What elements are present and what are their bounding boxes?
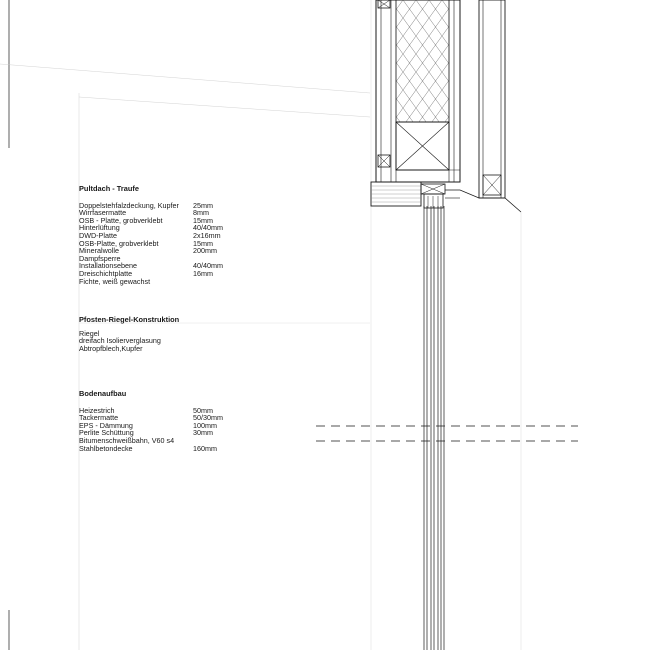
legend-label: Abtropfblech,Kupfer xyxy=(79,343,143,353)
legend-label: dreifach Isolierverglasung xyxy=(79,336,161,346)
legend-row: Doppelstehfalzdeckung, Kupfer 25mm xyxy=(79,200,213,210)
legend-label: Bitumenschweißbahn, V60 s4 xyxy=(79,435,175,445)
legend-row: Dampfsperre xyxy=(79,253,179,263)
legend-row: Wirrfasermatte 8mm xyxy=(79,208,209,218)
legend-value: 25mm xyxy=(193,200,213,210)
legend-label: Hinterlüftung xyxy=(79,223,120,233)
legend-row: Perlite Schüttung 30mm xyxy=(79,428,213,438)
legend-value: 15mm xyxy=(193,215,213,225)
outer-cladding xyxy=(478,0,506,199)
legend-value: 30mm xyxy=(193,428,213,438)
legend-value: 15mm xyxy=(193,238,213,248)
legend-row: Mineralwolle 200mm xyxy=(79,246,217,256)
legend-row: Abtropfblech,Kupfer xyxy=(79,343,179,353)
legend-value: 40/40mm xyxy=(193,223,223,233)
legend-label: Mineralwolle xyxy=(79,246,119,256)
legend-row: Hinterlüftung 40/40mm xyxy=(79,223,223,233)
legend-value: 160mm xyxy=(193,443,217,453)
roof-slope-line-2 xyxy=(78,96,371,118)
legend-value: 50/30mm xyxy=(193,413,223,423)
legend-value: 40/40mm xyxy=(193,261,223,271)
legend-value: 8mm xyxy=(193,208,209,218)
legend-post-beam: Pfosten-Riegel-Konstruktion Riegel dreif… xyxy=(79,316,179,352)
legend-row: DWD-Platte 2x16mm xyxy=(79,230,221,240)
wall-section xyxy=(375,0,461,183)
legend-floor-heading: Bodenaufbau xyxy=(79,389,127,398)
legend-row: Riegel xyxy=(79,328,179,338)
legend-row: Fichte, weiß gewachst xyxy=(79,276,179,286)
legend-row: Installationsebene 40/40mm xyxy=(79,261,223,271)
legend-row: OSB - Platte, grobverklebt 15mm xyxy=(79,215,213,225)
legend-label: Dreischichtplatte xyxy=(79,268,133,278)
legend-label: Doppelstehfalzdeckung, Kupfer xyxy=(79,200,179,210)
legend-label: Dampfsperre xyxy=(79,253,121,263)
legend-row: EPS - Dämmung 100mm xyxy=(79,420,217,430)
legend-row: Tackermatte 50/30mm xyxy=(79,413,223,423)
legend-value: 50mm xyxy=(193,405,213,415)
legend-label: Perlite Schüttung xyxy=(79,428,134,438)
triple-glazing xyxy=(423,206,445,650)
legend-value: 16mm xyxy=(193,268,213,278)
legend-label: Riegel xyxy=(79,328,100,338)
legend-label: Installationsebene xyxy=(79,261,137,271)
roof-slope-line-1 xyxy=(0,63,371,94)
legend-floor: Bodenaufbau Heizestrich 50mm Tackermatte 5… xyxy=(79,389,223,453)
legend-label: EPS - Dämmung xyxy=(79,420,133,430)
legend-label: Stahlbetondecke xyxy=(79,443,133,453)
legend-roof: Pultdach - Traufe Doppelstehfalzdeckung,… xyxy=(79,184,223,286)
legend-row: Dreischichtplatte 16mm xyxy=(79,268,213,278)
legend-post-beam-heading: Pfosten-Riegel-Konstruktion xyxy=(79,315,180,324)
legend-label: Tackermatte xyxy=(79,413,119,423)
legend-label: Heizestrich xyxy=(79,405,115,415)
legend-row: dreifach Isolierverglasung xyxy=(79,337,179,345)
legend-value: 2x16mm xyxy=(193,230,221,240)
legend-label: DWD-Platte xyxy=(79,230,117,240)
eaves-transom xyxy=(370,181,522,213)
legend-label: Wirrfasermatte xyxy=(79,208,127,218)
legend-row: Bitumenschweißbahn, V60 s4 xyxy=(79,437,174,445)
legend-row: Heizestrich 50mm xyxy=(79,405,213,415)
break-lines xyxy=(316,425,578,442)
legend-label: OSB - Platte, grobverklebt xyxy=(79,215,163,225)
legend-row: Stahlbetondecke 160mm xyxy=(79,443,217,453)
legend-value: 200mm xyxy=(193,246,217,256)
legend-label: Fichte, weiß gewachst xyxy=(79,276,151,286)
legend-value: 100mm xyxy=(193,420,217,430)
legend-roof-heading: Pultdach - Traufe xyxy=(79,184,139,193)
legend-label: OSB-Platte, grobverklebt xyxy=(79,238,159,248)
legend-row: OSB-Platte, grobverklebt 15mm xyxy=(79,238,213,248)
